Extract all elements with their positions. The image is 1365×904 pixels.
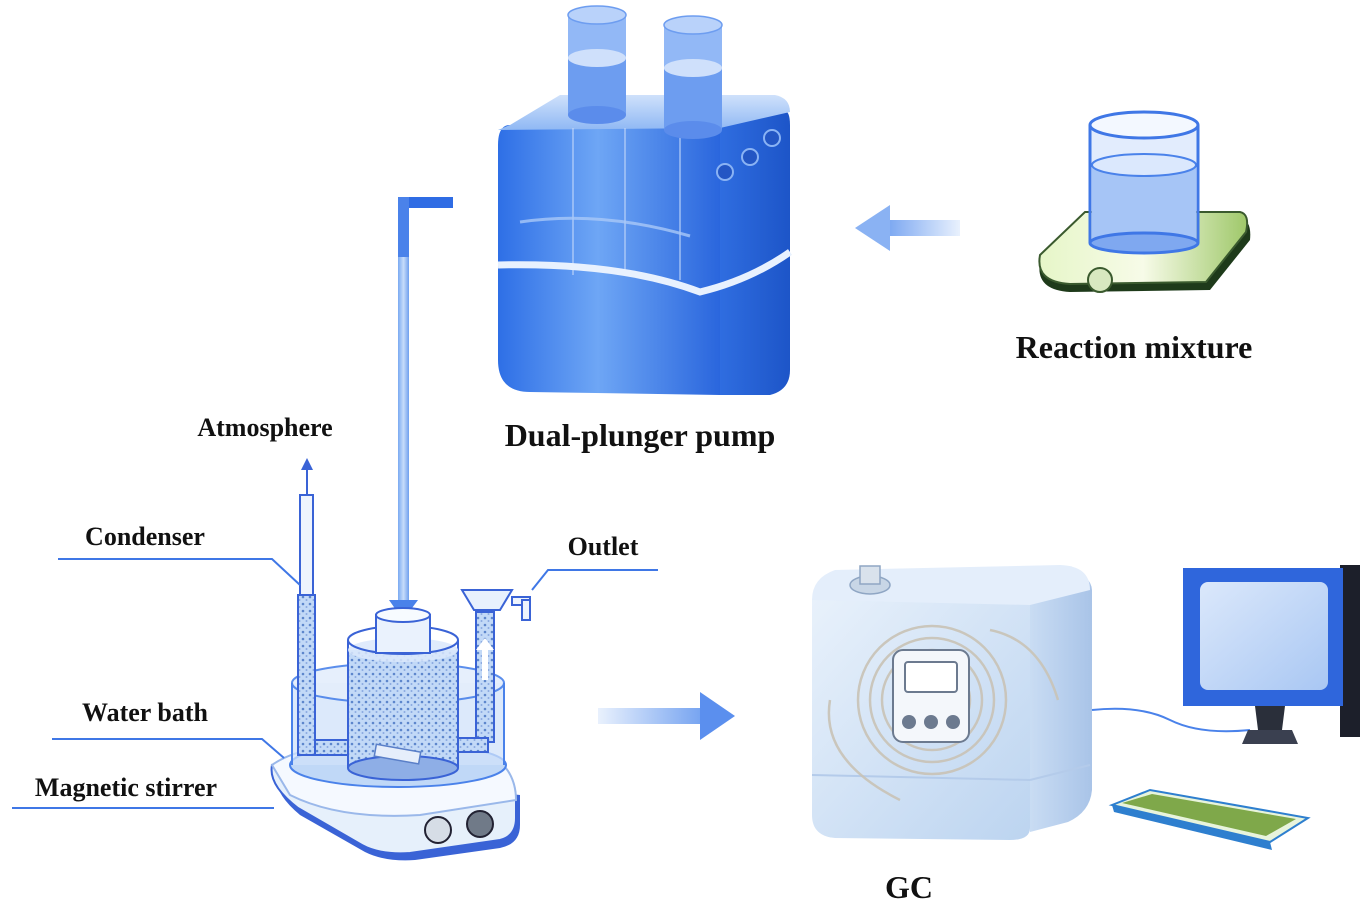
pump-cylinder-right: [663, 15, 723, 139]
label-dual-plunger-pump: Dual-plunger pump: [505, 417, 776, 453]
pump-to-reactor-tube: [389, 197, 453, 620]
label-magnetic-stirrer: Magnetic stirrer: [35, 773, 217, 802]
leader-lines: [12, 558, 658, 809]
label-reaction-mixture: Reaction mixture: [1016, 329, 1253, 365]
mixture-to-pump-arrow: [855, 205, 960, 251]
reactor-vessel: [347, 607, 459, 781]
computer-monitor: [1183, 565, 1360, 744]
label-condenser: Condenser: [85, 522, 205, 551]
dual-plunger-pump: [497, 5, 793, 395]
label-atmosphere: Atmosphere: [197, 413, 332, 442]
up-arrow-icon: [476, 638, 494, 650]
condenser: [297, 458, 349, 756]
reactor-to-gc-arrow: [598, 692, 735, 740]
outlet-tube: [457, 589, 531, 753]
gc-monitor-cable: [1091, 707, 1251, 733]
keyboard: [1108, 788, 1311, 850]
label-gc: GC: [885, 869, 933, 904]
pump-cylinder-left: [567, 5, 627, 124]
reaction-mixture-apparatus: [1038, 110, 1251, 293]
label-outlet: Outlet: [568, 532, 639, 561]
label-water-bath: Water bath: [82, 698, 208, 727]
gc-instrument: [811, 565, 1092, 840]
up-arrow-icon: [301, 458, 313, 470]
